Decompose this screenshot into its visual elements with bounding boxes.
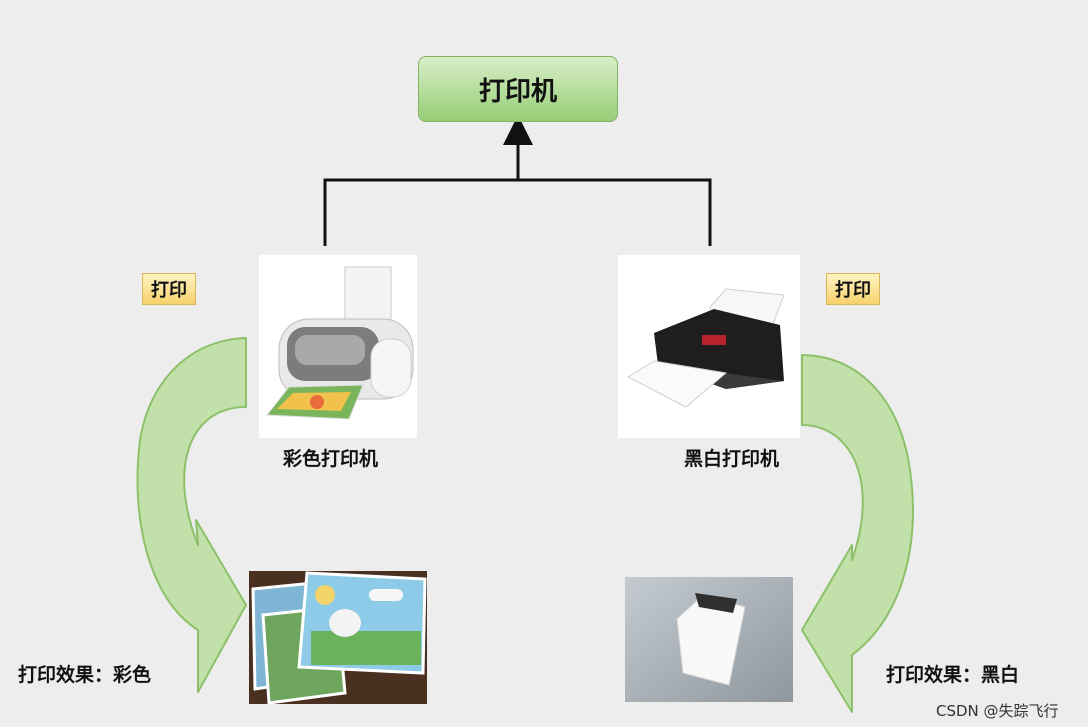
printer-root-node: 打印机 <box>418 56 618 122</box>
left-tag-label: 打印 <box>151 280 187 301</box>
right-tag-label: 打印 <box>835 280 871 301</box>
color-photos-icon <box>249 571 427 705</box>
bw-print-result-image <box>625 577 793 702</box>
right-curved-arrow <box>801 354 914 713</box>
watermark: CSDN @失踪飞行 <box>936 702 1059 720</box>
color-printer-icon <box>266 266 414 420</box>
root-label: 打印机 <box>478 76 557 107</box>
bw-result-caption: 打印效果：黑白 <box>886 664 1020 686</box>
bw-printer-icon <box>626 288 785 408</box>
inheritance-connector <box>323 115 712 246</box>
color-result-caption: 打印效果：彩色 <box>18 664 152 686</box>
color-print-result-image <box>249 571 427 705</box>
color-printer-caption: 彩色打印机 <box>283 448 379 470</box>
bw-printer-caption: 黑白打印机 <box>684 448 780 470</box>
left-print-tag: 打印 <box>142 273 196 305</box>
right-print-tag: 打印 <box>826 273 880 305</box>
bw-printer-image <box>618 255 800 438</box>
left-curved-arrow <box>136 337 247 693</box>
bw-paper-icon <box>625 577 793 702</box>
color-printer-image <box>259 255 417 438</box>
